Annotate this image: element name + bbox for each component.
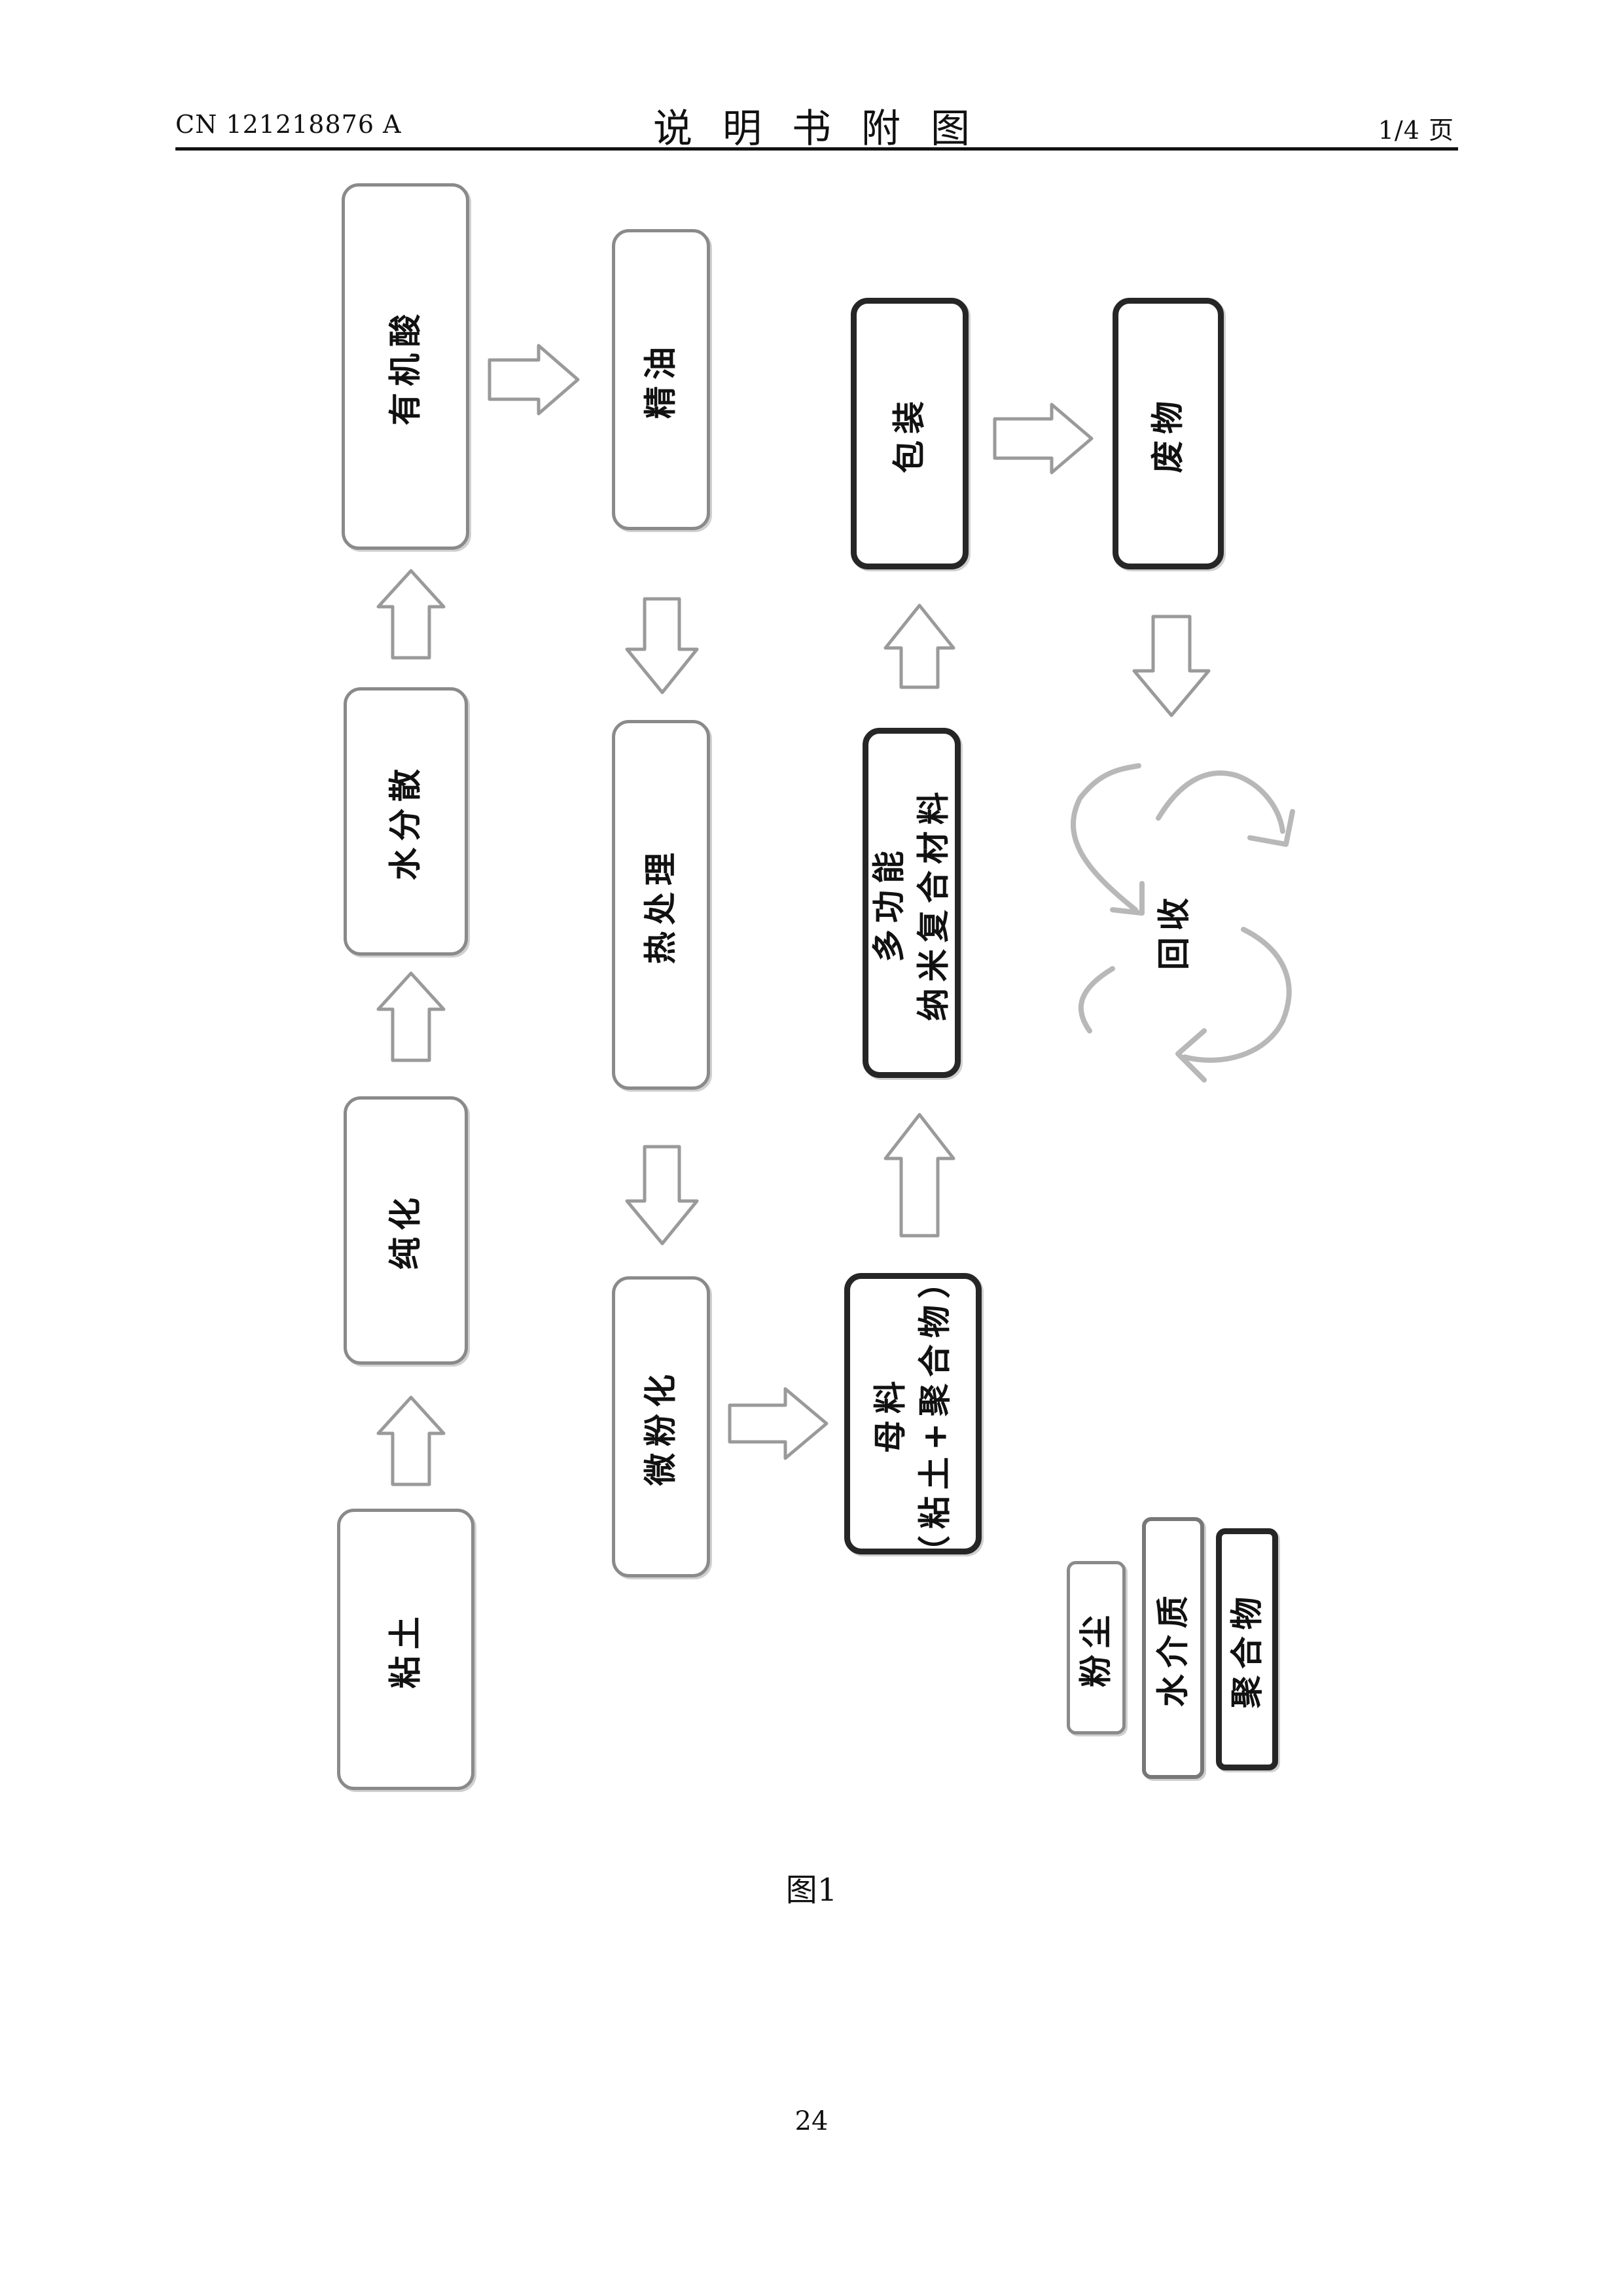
node-purify: 纯化 — [344, 1096, 468, 1365]
node-nanocomposite: 多功能 纳米复合材料 — [863, 728, 961, 1078]
node-package: 包装 — [851, 298, 969, 569]
node-heat-treatment-label: 热处理 — [639, 846, 683, 964]
figure-caption: 图1 — [0, 1864, 1623, 1910]
arrow-clay-to-purify — [378, 1397, 444, 1484]
node-clay: 粘土 — [337, 1509, 474, 1790]
arrow-water-to-acid — [378, 571, 444, 658]
nanocomposite-line2: 纳米复合材料 — [912, 785, 956, 1021]
arrow-heat-to-micro — [627, 1147, 697, 1244]
node-purify-label: 纯化 — [383, 1191, 428, 1270]
masterbatch-subtitle: （粘土+聚合物） — [913, 1259, 957, 1568]
node-micronize: 微粉化 — [612, 1276, 710, 1577]
node-water-disperse: 水分散 — [344, 687, 468, 956]
node-refined-oil: 精油 — [612, 229, 710, 530]
node-organic-acid: 有机酸 — [342, 183, 469, 550]
legend-polymer-label: 聚合物 — [1225, 1590, 1270, 1708]
node-refined-oil-label: 精油 — [639, 340, 683, 419]
nanocomposite-line1: 多功能 — [868, 785, 912, 1021]
node-clay-label: 粘土 — [383, 1610, 428, 1689]
node-masterbatch: 母料 （粘土+聚合物） — [844, 1273, 982, 1554]
node-masterbatch-label: 母料 （粘土+聚合物） — [869, 1259, 957, 1568]
node-nanocomposite-label: 多功能 纳米复合材料 — [868, 785, 956, 1021]
node-waste-label: 废物 — [1146, 395, 1190, 473]
masterbatch-title: 母料 — [869, 1259, 914, 1568]
node-micronize-label: 微粉化 — [639, 1368, 683, 1486]
legend-water-medium-label: 水介质 — [1151, 1589, 1196, 1707]
node-organic-acid-label: 有机酸 — [383, 308, 428, 425]
arrow-purify-to-water — [378, 973, 444, 1060]
node-recycle-label: 回收 — [1148, 891, 1195, 970]
legend-dust-label: 粉尘 — [1074, 1609, 1118, 1687]
arrow-package-to-waste — [995, 404, 1092, 473]
legend-dust: 粉尘 — [1067, 1561, 1126, 1734]
node-package-label: 包装 — [887, 395, 932, 473]
node-water-disperse-label: 水分散 — [383, 762, 428, 880]
legend-water-medium: 水介质 — [1142, 1517, 1204, 1779]
arrow-oil-to-heat — [627, 599, 697, 692]
arrow-nano-to-package — [885, 605, 954, 687]
node-waste: 废物 — [1113, 298, 1224, 569]
page-number: 24 — [0, 2106, 1623, 2136]
legend-polymer: 聚合物 — [1216, 1528, 1278, 1770]
arrow-waste-to-recycle — [1134, 617, 1209, 715]
node-heat-treatment: 热处理 — [612, 720, 710, 1090]
arrow-micro-to-master — [730, 1389, 827, 1458]
arrow-acid-to-oil — [490, 346, 578, 414]
arrow-master-to-nano — [885, 1115, 954, 1236]
